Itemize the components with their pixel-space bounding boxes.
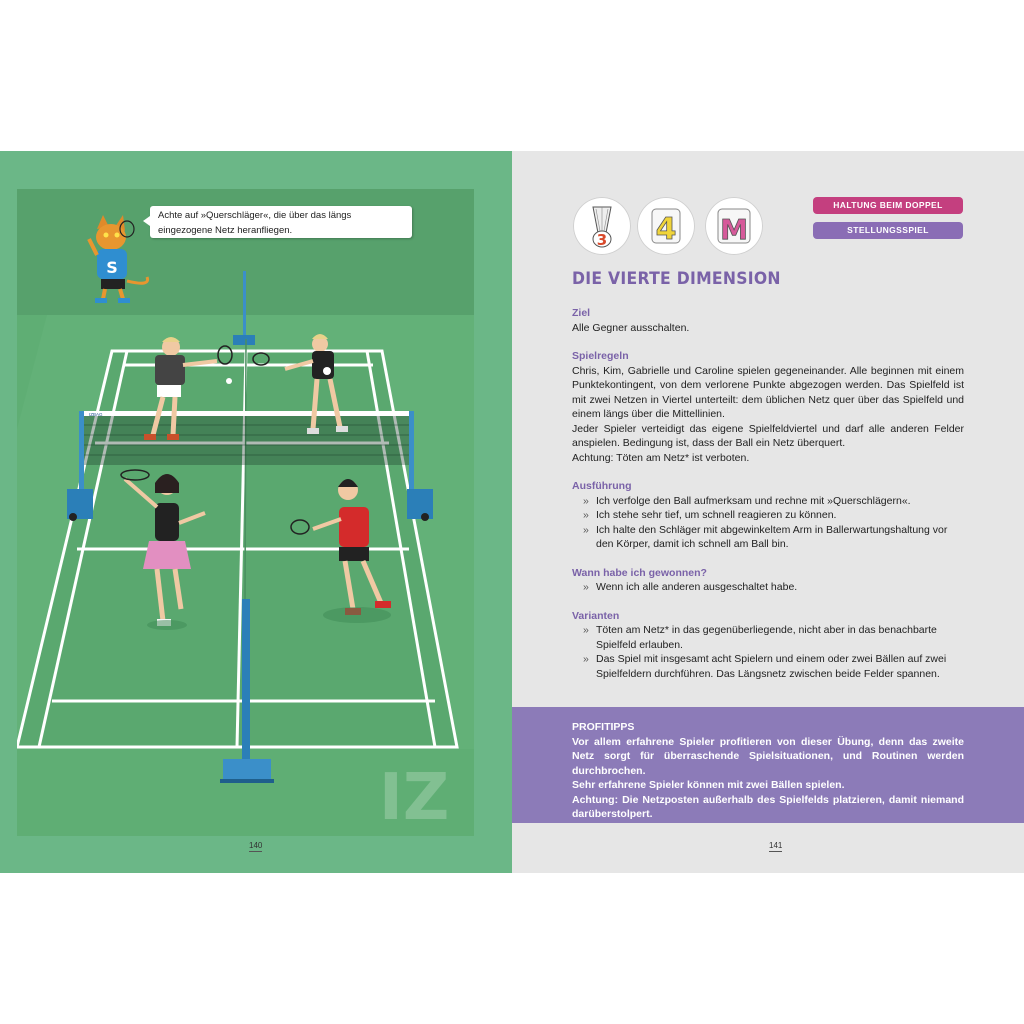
list-item: Wenn ich alle anderen ausgeschaltet habe…	[572, 580, 964, 595]
profitipps-text: Achtung: Die Netzposten außerhalb des Sp…	[572, 793, 964, 821]
list-item: Ich halte den Schläger mit abgewinkeltem…	[572, 523, 964, 552]
mascot-shirt-letter: S	[106, 258, 118, 277]
page-title: DIE VIERTE DIMENSION	[572, 269, 781, 289]
profitipps-text: Sehr erfahrene Spieler können mit zwei B…	[572, 779, 845, 791]
book-spread: IZBAG	[0, 151, 1024, 873]
section-text: Jeder Spieler verteidigt das eigene Spie…	[572, 422, 964, 450]
section-spielregeln: Spielregeln Chris, Kim, Gabrielle und Ca…	[572, 349, 964, 465]
list-item: Ich stehe sehr tief, um schnell reagiere…	[572, 508, 964, 523]
corner-watermark: IZ	[379, 761, 449, 835]
section-heading: Ausführung	[572, 480, 632, 492]
number-4-icon: 4	[637, 197, 695, 255]
profitipps-text: Vor allem erfahrene Spieler profitieren …	[572, 735, 964, 777]
list-item: Töten am Netz* in das gegenüberliegende,…	[572, 623, 964, 652]
player-front-right	[290, 479, 391, 615]
section-varianten: Varianten Töten am Netz* in das gegenübe…	[572, 609, 964, 682]
letter-m-label: M	[720, 213, 748, 246]
badge-stellungsspiel: STELLUNGSSPIEL	[813, 222, 963, 239]
section-text: Chris, Kim, Gabrielle und Caroline spiel…	[572, 364, 964, 421]
list-item: Das Spiel mit insgesamt acht Spielern un…	[572, 652, 964, 681]
section-text: Alle Gegner ausschalten.	[572, 321, 690, 334]
shuttlecock-icon: 3	[573, 197, 631, 255]
exercise-content: Ziel Alle Gegner ausschalten. Spielregel…	[572, 306, 964, 695]
cat-mascot: S	[87, 215, 150, 303]
section-heading: Varianten	[572, 609, 620, 622]
page-number-left: 140	[249, 841, 263, 852]
badge-haltung-beim-doppel: HALTUNG BEIM DOPPEL	[813, 197, 963, 214]
court-scene: IZBAG	[17, 189, 474, 836]
section-heading: Spielregeln	[572, 350, 629, 362]
player-back-right	[252, 334, 348, 434]
section-heading: Wann habe ich gewonnen?	[572, 566, 707, 579]
profitipps-heading: PROFITIPPS	[572, 721, 635, 733]
section-text: Achtung: Töten am Netz* ist verboten.	[572, 451, 750, 464]
section-ausfuehrung: Ausführung Ich verfolge den Ball aufmerk…	[572, 479, 964, 552]
speech-bubble: Achte auf »Querschläger«, die über das l…	[143, 206, 412, 238]
section-heading: Ziel	[572, 307, 591, 319]
right-page: 3 4 M HALTUNG BEIM DOPPEL STELLUNGSSPIEL…	[512, 151, 1024, 873]
net-brand-label: IZBAG	[89, 412, 103, 417]
page-number-right: 141	[769, 841, 783, 852]
section-ziel: Ziel Alle Gegner ausschalten.	[572, 306, 964, 335]
player-front-left	[120, 469, 206, 626]
shuttlecock-number: 3	[597, 231, 607, 249]
left-page: IZBAG	[0, 151, 512, 873]
section-gewonnen: Wann habe ich gewonnen? Wenn ich alle an…	[572, 566, 964, 595]
badminton-court-illustration: IZBAG	[17, 189, 474, 836]
player-back-left	[144, 337, 233, 440]
profitipps-box: PROFITIPPS Vor allem erfahrene Spieler p…	[512, 707, 1024, 823]
letter-m-icon: M	[705, 197, 763, 255]
number-4-label: 4	[656, 212, 677, 247]
list-item: Ich verfolge den Ball aufmerksam und rec…	[572, 494, 964, 509]
